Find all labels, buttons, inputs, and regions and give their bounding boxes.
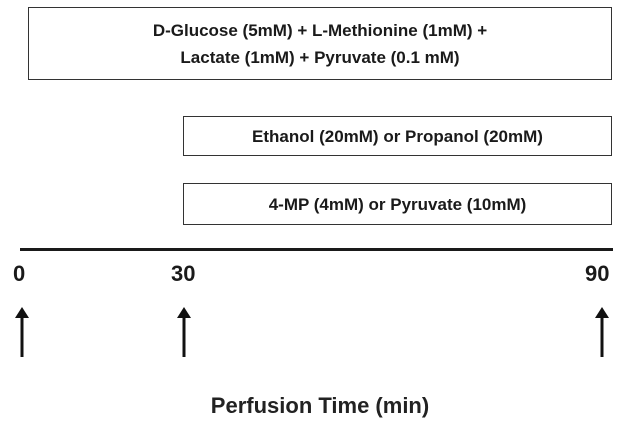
up-arrow-icon [15, 307, 29, 357]
inhibitor-treatment-box: 4-MP (4mM) or Pyruvate (10mM) [183, 183, 612, 225]
alcohol-treatment-box: Ethanol (20mM) or Propanol (20mM) [183, 116, 612, 156]
tick-label-0: 0 [13, 261, 26, 286]
inhibitor-treatment-label: 4-MP (4mM) or Pyruvate (10mM) [268, 194, 527, 214]
base-medium-box: D-Glucose (5mM) + L-Methionine (1mM) + L… [28, 7, 612, 80]
up-arrow-icon [177, 307, 191, 357]
tick-label-30: 30 [171, 261, 196, 286]
base-medium-line-1: D-Glucose (5mM) + L-Methionine (1mM) + [152, 20, 488, 40]
tick-label-90: 90 [585, 261, 610, 286]
up-arrow-icon [595, 307, 609, 357]
base-medium-line-2: Lactate (1mM) + Pyruvate (0.1 mM) [180, 47, 460, 67]
timeline-axis [20, 248, 613, 251]
alcohol-treatment-label: Ethanol (20mM) or Propanol (20mM) [252, 126, 543, 146]
axis-title: Perfusion Time (min) [210, 393, 430, 418]
